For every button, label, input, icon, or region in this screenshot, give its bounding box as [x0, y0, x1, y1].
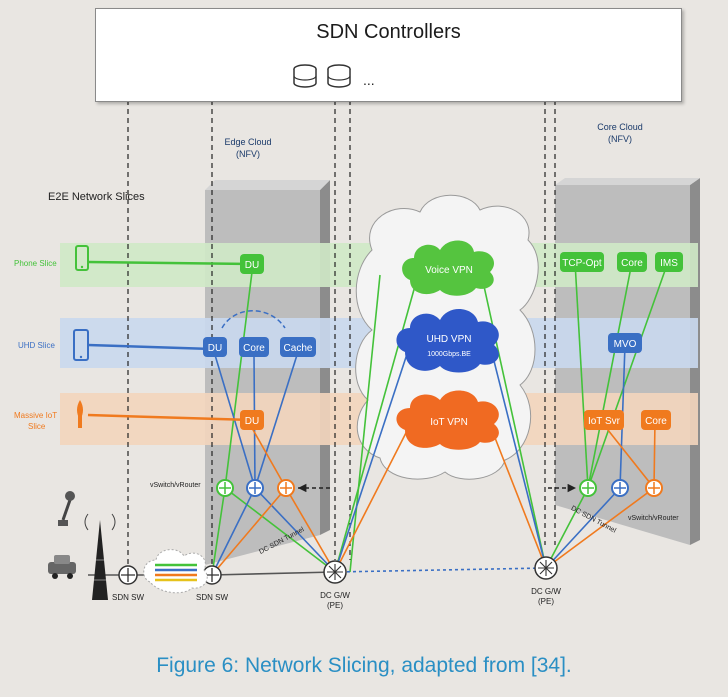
robot-arm-icon [58, 491, 75, 526]
vswitch-core-orange-icon [645, 479, 663, 497]
core-mvo: MVO [608, 333, 642, 353]
edge-du-phone: DU [240, 254, 264, 274]
phone-icon [75, 245, 89, 271]
svg-text:IoT Svr: IoT Svr [588, 416, 621, 427]
vswitch-right-label: vSwitch/vRouter [628, 515, 679, 522]
edge-cloud-box [205, 180, 330, 565]
core-core-phone: Core [617, 252, 647, 272]
edge-cache: Cache [280, 337, 316, 357]
iot-device-icon [77, 400, 83, 428]
edge-du-uhd: DU [203, 337, 227, 357]
svg-text:MVO: MVO [614, 339, 637, 350]
vswitch-edge-blue-icon [246, 479, 264, 497]
iot-vpn-cloud: IoT VPN [396, 390, 499, 450]
uhd-vpn-cloud: UHD VPN 1000Gbps.BE [396, 308, 499, 373]
vswitch-edge-green-icon [216, 479, 234, 497]
controllers-ellipsis: ... [363, 72, 375, 88]
fiber-cloud [143, 549, 208, 594]
control-lines [127, 100, 556, 565]
voice-vpn-label: Voice VPN [425, 265, 473, 276]
figure-caption: Figure 6: Network Slicing, adapted from … [156, 654, 572, 677]
dc-gw-left-label: DC G/W(PE) [320, 591, 350, 610]
dc-gateway-left-icon [323, 560, 347, 584]
tablet-icon [73, 329, 89, 361]
database-icons: ... [293, 64, 375, 88]
uhd-dashed-arc [221, 310, 286, 329]
edge-du-iot: DU [240, 410, 264, 430]
voice-vpn-cloud: Voice VPN [402, 240, 495, 296]
svg-text:Core: Core [645, 416, 667, 427]
database-icon [293, 64, 317, 88]
core-core-iot: Core [641, 410, 671, 430]
svg-text:DU: DU [245, 416, 259, 427]
svg-text:TCP-Opt: TCP-Opt [562, 258, 602, 269]
car-icon [48, 555, 76, 579]
svg-text:DU: DU [245, 260, 259, 271]
sdn-switch-1-icon [118, 565, 138, 585]
edge-cloud-label: Edge Cloud(NFV) [224, 137, 271, 159]
svg-text:Cache: Cache [284, 343, 313, 354]
vswitch-core-blue-icon [611, 479, 629, 497]
sdn-controllers-title: SDN Controllers [316, 21, 461, 43]
svg-text:IMS: IMS [660, 258, 678, 269]
slice-connections [87, 260, 669, 576]
vswitch-left-label: vSwitch/vRouter [150, 482, 201, 489]
dc-gateway-right-icon [534, 556, 558, 580]
cell-tower-icon [84, 513, 116, 600]
edge-core-uhd: Core [239, 337, 269, 357]
sdn-sw-1-label: SDN SW [112, 593, 144, 602]
vswitch-core-green-icon [579, 479, 597, 497]
sdn-sw-2-label: SDN SW [196, 593, 228, 602]
svg-text:Core: Core [621, 258, 643, 269]
vswitch-edge-orange-icon [277, 479, 295, 497]
core-cloud-label: Core Cloud(NFV) [597, 122, 643, 144]
svg-text:DU: DU [208, 343, 222, 354]
phone-slice-label: Phone Slice [14, 259, 57, 268]
sdn-switch-2-icon [202, 565, 222, 585]
database-icon [327, 64, 351, 88]
uhd-vpn-sublabel: 1000Gbps.BE [427, 351, 471, 358]
core-tcp-opt: TCP-Opt [560, 252, 604, 272]
e2e-slices-label: E2E Network Slices [48, 191, 145, 203]
uhd-slice-label: UHD Slice [18, 341, 55, 350]
uhd-vpn-label: UHD VPN [426, 334, 471, 345]
core-ims: IMS [655, 252, 683, 272]
sdn-controllers-box: SDN Controllers ... [95, 8, 682, 102]
core-iot-svr: IoT Svr [584, 410, 624, 430]
dc-gw-right-label: DC G/W(PE) [531, 587, 561, 606]
iot-vpn-label: IoT VPN [430, 417, 468, 428]
svg-text:Core: Core [243, 343, 265, 354]
